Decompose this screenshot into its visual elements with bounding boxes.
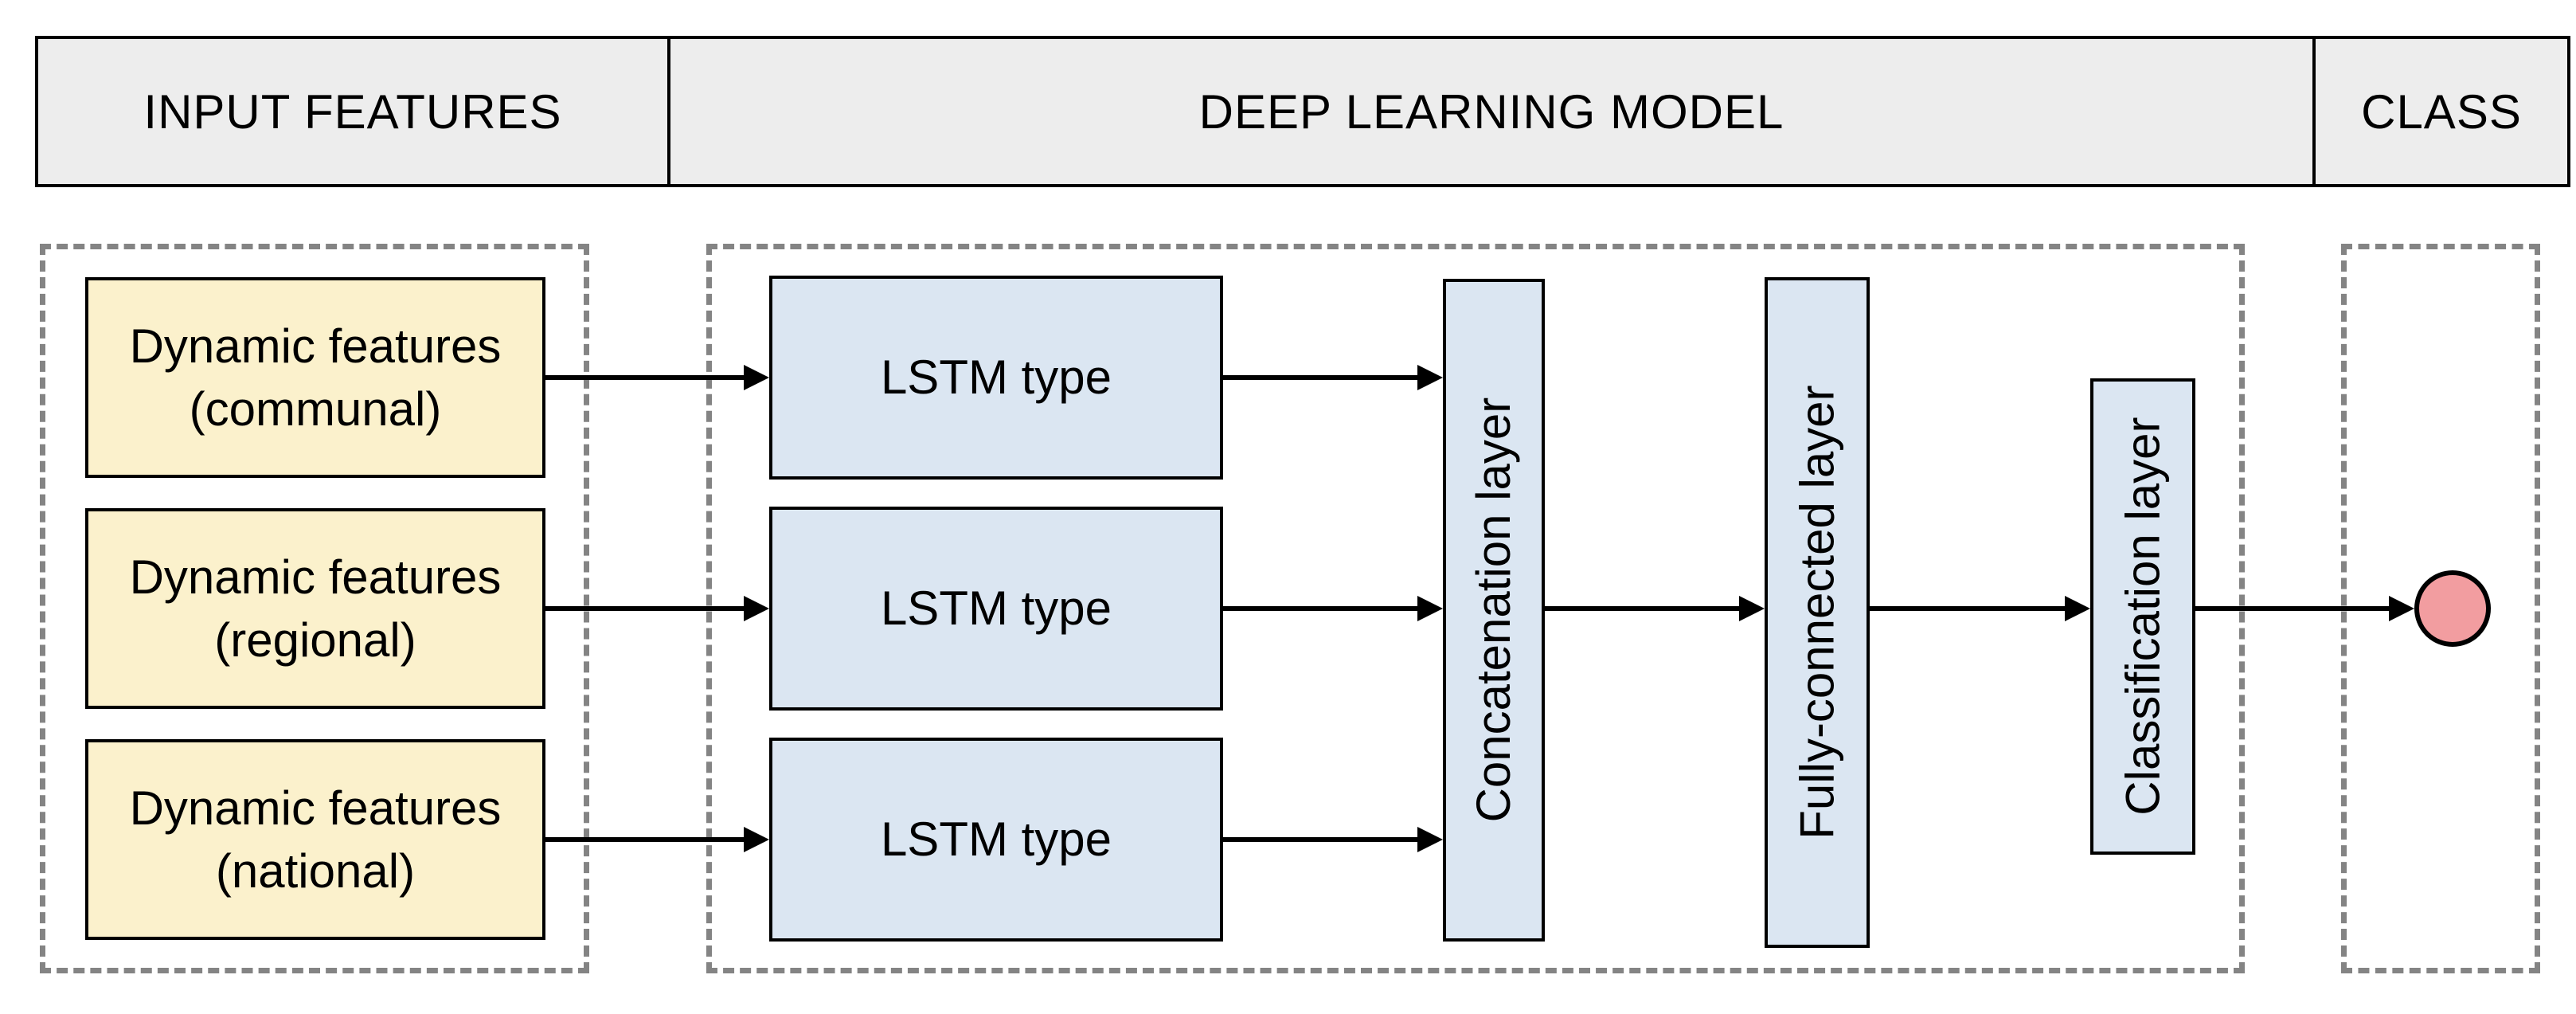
arrow-lstm1-to-concat-line bbox=[1223, 375, 1419, 380]
lstm-box-2-label: LSTM type bbox=[880, 581, 1112, 636]
arrow-national-to-lstm3-line bbox=[545, 837, 745, 842]
classification-layer-box: Classification layer bbox=[2090, 378, 2195, 855]
input-box-regional-line1: Dynamic features bbox=[129, 550, 502, 604]
lstm-box-1: LSTM type bbox=[769, 276, 1223, 480]
arrow-concat-to-fc-line bbox=[1545, 606, 1741, 611]
header-cell-deep-learning-model: DEEP LEARNING MODEL bbox=[667, 36, 2316, 187]
input-box-communal-line2: (communal) bbox=[189, 382, 442, 436]
arrow-lstm2-to-concat-head bbox=[1417, 596, 1443, 621]
class-output-circle bbox=[2414, 570, 2491, 647]
arrow-regional-to-lstm2-head bbox=[744, 596, 769, 621]
input-box-national-line1: Dynamic features bbox=[129, 781, 502, 835]
fully-connected-layer-label: Fully-connected layer bbox=[1790, 385, 1844, 840]
arrow-classlayer-to-output-line bbox=[2195, 606, 2390, 611]
arrow-lstm2-to-concat-line bbox=[1223, 606, 1419, 611]
header-cell-class: CLASS bbox=[2312, 36, 2570, 187]
header-cell-input-features: INPUT FEATURES bbox=[35, 36, 670, 187]
fully-connected-layer-box: Fully-connected layer bbox=[1765, 277, 1870, 948]
arrow-communal-to-lstm1-head bbox=[744, 365, 769, 390]
header-label-input-features: INPUT FEATURES bbox=[143, 84, 562, 139]
arrow-classlayer-to-output-head bbox=[2389, 596, 2414, 621]
input-box-regional: Dynamic features (regional) bbox=[85, 508, 545, 709]
input-box-communal-line1: Dynamic features bbox=[129, 319, 502, 373]
input-box-national-line2: (national) bbox=[215, 844, 416, 898]
lstm-box-3: LSTM type bbox=[769, 738, 1223, 942]
lstm-box-1-label: LSTM type bbox=[880, 350, 1112, 405]
arrow-fc-to-classlayer-head bbox=[2065, 596, 2090, 621]
lstm-box-3-label: LSTM type bbox=[880, 812, 1112, 867]
concatenation-layer-box: Concatenation layer bbox=[1443, 279, 1545, 942]
input-box-regional-line2: (regional) bbox=[214, 613, 416, 667]
arrow-national-to-lstm3-head bbox=[744, 827, 769, 852]
classification-layer-label: Classification layer bbox=[2116, 417, 2170, 816]
arrow-lstm1-to-concat-head bbox=[1417, 365, 1443, 390]
arrow-fc-to-classlayer-line bbox=[1870, 606, 2066, 611]
arrow-lstm3-to-concat-line bbox=[1223, 837, 1419, 842]
header-label-deep-learning-model: DEEP LEARNING MODEL bbox=[1198, 84, 1784, 139]
input-box-national: Dynamic features (national) bbox=[85, 739, 545, 940]
input-box-communal-label: Dynamic features (communal) bbox=[130, 315, 502, 440]
lstm-box-2: LSTM type bbox=[769, 507, 1223, 711]
arrow-concat-to-fc-head bbox=[1739, 596, 1765, 621]
input-box-communal: Dynamic features (communal) bbox=[85, 277, 545, 478]
concatenation-layer-label: Concatenation layer bbox=[1467, 397, 1521, 823]
input-box-regional-label: Dynamic features (regional) bbox=[130, 546, 502, 671]
arrow-communal-to-lstm1-line bbox=[545, 375, 745, 380]
header-label-class: CLASS bbox=[2361, 84, 2522, 139]
input-box-national-label: Dynamic features (national) bbox=[130, 777, 502, 902]
arrow-regional-to-lstm2-line bbox=[545, 606, 745, 611]
arrow-lstm3-to-concat-head bbox=[1417, 827, 1443, 852]
